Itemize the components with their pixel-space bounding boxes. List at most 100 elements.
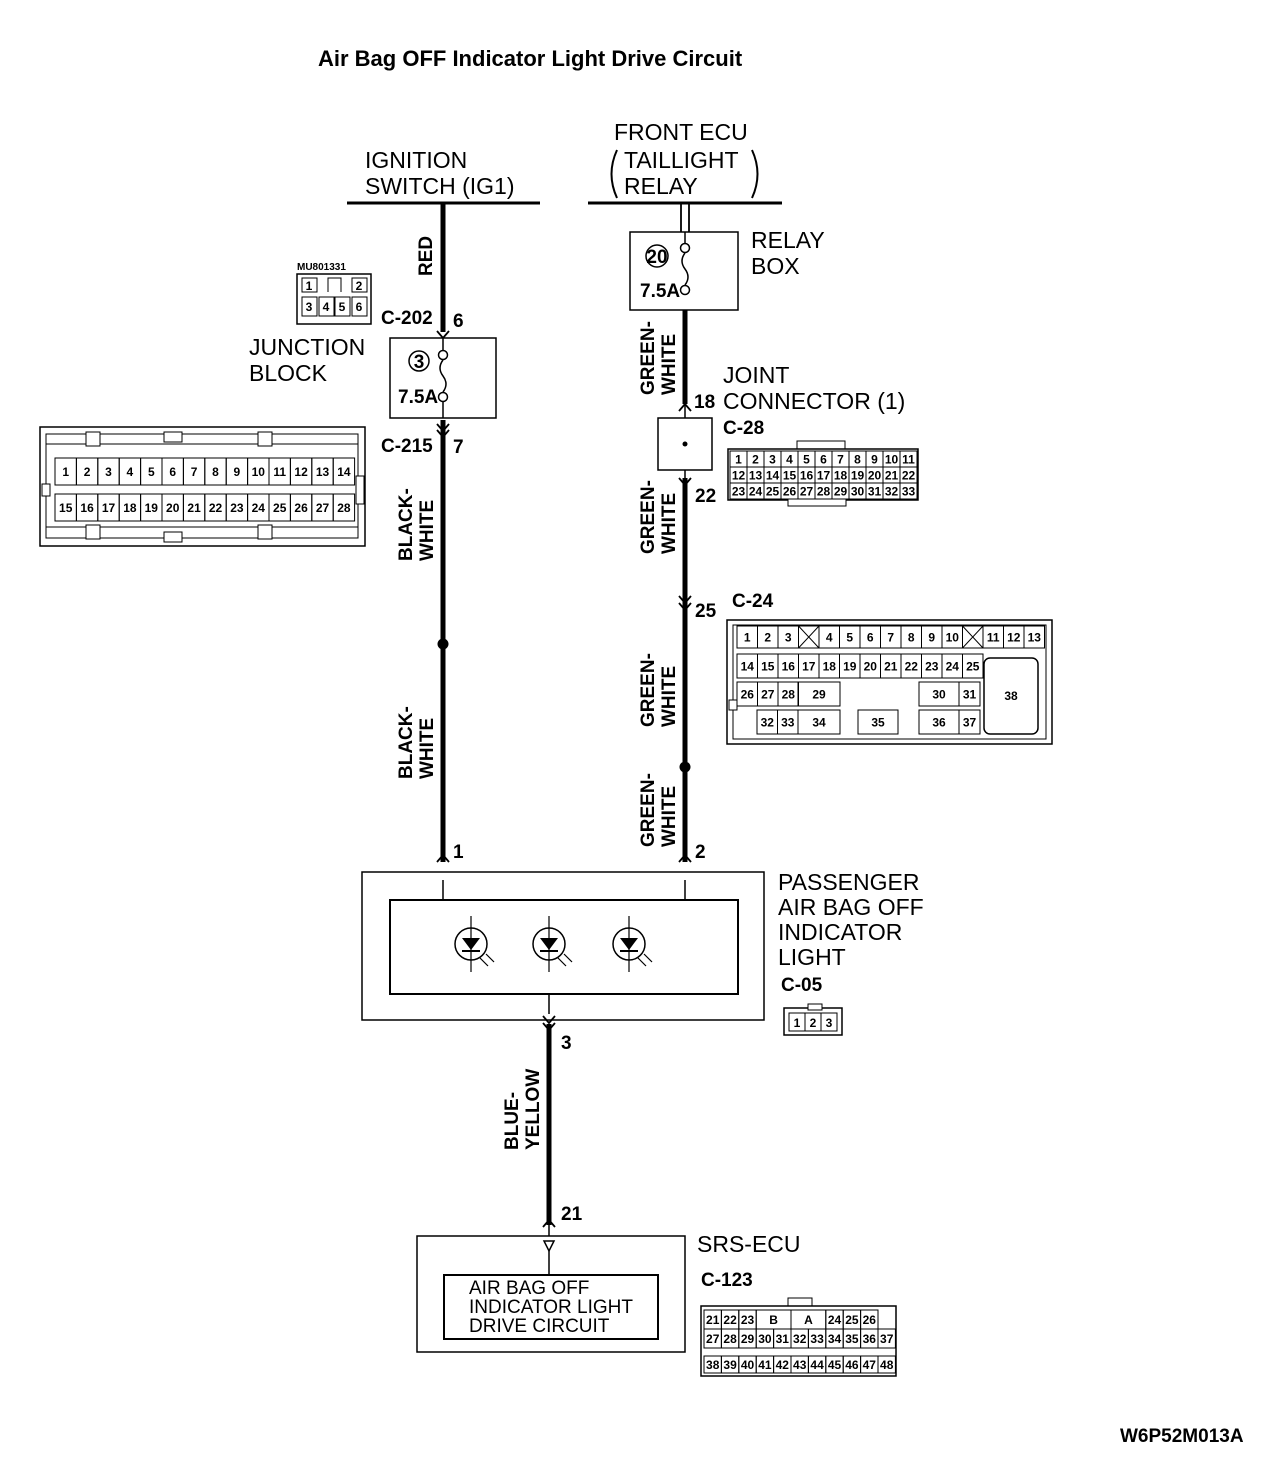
c215-cell: 25 <box>273 501 287 515</box>
c123-cell: 46 <box>845 1358 859 1372</box>
c24-cell: 8 <box>908 631 915 645</box>
junction-pin-in: 6 <box>453 311 464 332</box>
srs-conn: C-123 <box>701 1270 753 1291</box>
mu-cell-1: 1 <box>306 279 313 293</box>
c24-cell: 32 <box>761 716 775 730</box>
c28-cell: 32 <box>885 485 899 499</box>
left-circuit: RED 3 7.5A JUNCTION BLOCK C-202 6 C-215 … <box>249 203 497 881</box>
c28-cell: 21 <box>885 469 899 483</box>
c24-cell: 29 <box>812 688 826 702</box>
mu-cell-2: 2 <box>356 279 363 293</box>
c123-cell: 31 <box>776 1332 790 1346</box>
c123-cell: 40 <box>741 1358 755 1372</box>
c28-cell: 24 <box>749 485 763 499</box>
green-white-label-3b: WHITE <box>659 666 680 727</box>
c123-cell: 48 <box>880 1358 894 1372</box>
c24-cell: 13 <box>1028 631 1042 645</box>
c28-cell: 8 <box>854 453 861 467</box>
junction-block-label1: JUNCTION <box>249 334 365 360</box>
black-white-label-1a: BLACK- <box>396 488 417 561</box>
c28-cell: 28 <box>817 485 831 499</box>
splice-dot-right <box>679 761 691 773</box>
c24-cell: 16 <box>782 660 796 674</box>
c215-cell: 5 <box>148 465 155 479</box>
joint-connector-box <box>657 417 713 471</box>
c215-cell: 2 <box>84 465 91 479</box>
c28-cell: 22 <box>902 469 916 483</box>
c28-cell: 30 <box>851 485 865 499</box>
c215-cell: 7 <box>191 465 198 479</box>
c123-cell: 39 <box>723 1358 737 1372</box>
joint-connector-label2: CONNECTOR (1) <box>723 388 905 414</box>
green-white-label-2b: WHITE <box>659 493 680 554</box>
c123-cell: 25 <box>845 1313 859 1327</box>
green-white-label-4b: WHITE <box>659 786 680 847</box>
indicator-label3: INDICATOR <box>778 919 902 945</box>
c28-cell: 13 <box>749 469 763 483</box>
c24-cell: 11 <box>987 631 1000 645</box>
c24-cell: 22 <box>905 660 919 674</box>
c215-cell: 12 <box>294 465 308 479</box>
c28-cell: 20 <box>868 469 882 483</box>
c24-cell: 28 <box>782 688 796 702</box>
c123-cell: 28 <box>723 1332 737 1346</box>
junction-conn-out: C-215 <box>381 436 433 457</box>
c123-cell: 30 <box>758 1332 772 1346</box>
relay-fuse-number-circle <box>645 244 669 268</box>
c123-cell: A <box>804 1313 813 1327</box>
c123-cell: 41 <box>758 1358 772 1372</box>
srs-inner-line2: INDICATOR LIGHT <box>469 1297 633 1318</box>
c123-cell: 24 <box>828 1313 842 1327</box>
c24-cell: 1 <box>744 631 751 645</box>
mu801331-connector-face: MU801331 1 2 3 4 5 6 <box>296 262 372 325</box>
c215-cell: 6 <box>169 465 176 479</box>
c24-cell: 2 <box>764 631 771 645</box>
c215-cell: 8 <box>212 465 219 479</box>
green-white-label-4a: GREEN- <box>638 773 659 847</box>
c123-cell: 38 <box>706 1358 720 1372</box>
srs-inner-line3: DRIVE CIRCUIT <box>469 1316 610 1337</box>
c24-cell: 38 <box>1004 689 1018 703</box>
c28-cell: 26 <box>783 485 797 499</box>
c28-cell: 29 <box>834 485 848 499</box>
c24-cell: 26 <box>741 688 755 702</box>
c24-cell: 27 <box>761 688 775 702</box>
c123-cell: 32 <box>793 1332 807 1346</box>
black-white-label-1b: WHITE <box>417 500 438 561</box>
c123-cell: 37 <box>880 1332 894 1346</box>
relay-fuse-number: 20 <box>646 247 667 268</box>
junction-fuse-number: 3 <box>414 352 425 373</box>
junction-conn-in: C-202 <box>381 308 433 329</box>
c24-cell: 36 <box>932 716 946 730</box>
c215-cell: 21 <box>187 501 201 515</box>
c24-cell: 15 <box>761 660 775 674</box>
c24-cell: 12 <box>1007 631 1021 645</box>
c28-cell: 10 <box>885 453 899 467</box>
c24-cell: 18 <box>823 660 837 674</box>
green-white-label-3a: GREEN- <box>638 653 659 727</box>
c28-cell: 27 <box>800 485 814 499</box>
c123-cell: 36 <box>863 1332 877 1346</box>
c215-cell: 1 <box>62 465 69 479</box>
c28-cell: 23 <box>732 485 746 499</box>
relay-box-label1: RELAY <box>751 227 825 253</box>
c05-cell-2: 2 <box>810 1016 817 1030</box>
c215-cell: 9 <box>234 465 241 479</box>
joint-connector-label1: JOINT <box>723 362 789 388</box>
c24-cell: 37 <box>963 716 977 730</box>
c123-cell: 26 <box>863 1313 877 1327</box>
green-white-label-1b: WHITE <box>659 334 680 395</box>
joint-pin-out: 22 <box>695 486 716 507</box>
c24-cell: 35 <box>871 716 885 730</box>
indicator-label2: AIR BAG OFF <box>778 894 924 920</box>
c24-cell: 21 <box>884 660 898 674</box>
indicator-label1: PASSENGER <box>778 869 919 895</box>
c215-cell: 10 <box>252 465 266 479</box>
c24-cell: 17 <box>802 660 816 674</box>
c123-cell: 42 <box>776 1358 790 1372</box>
led-icon <box>454 916 495 972</box>
figure-code: W6P52M013A <box>1120 1426 1244 1447</box>
mu-cell-5: 5 <box>339 300 346 314</box>
ignition-label-line2: SWITCH (IG1) <box>365 173 515 199</box>
